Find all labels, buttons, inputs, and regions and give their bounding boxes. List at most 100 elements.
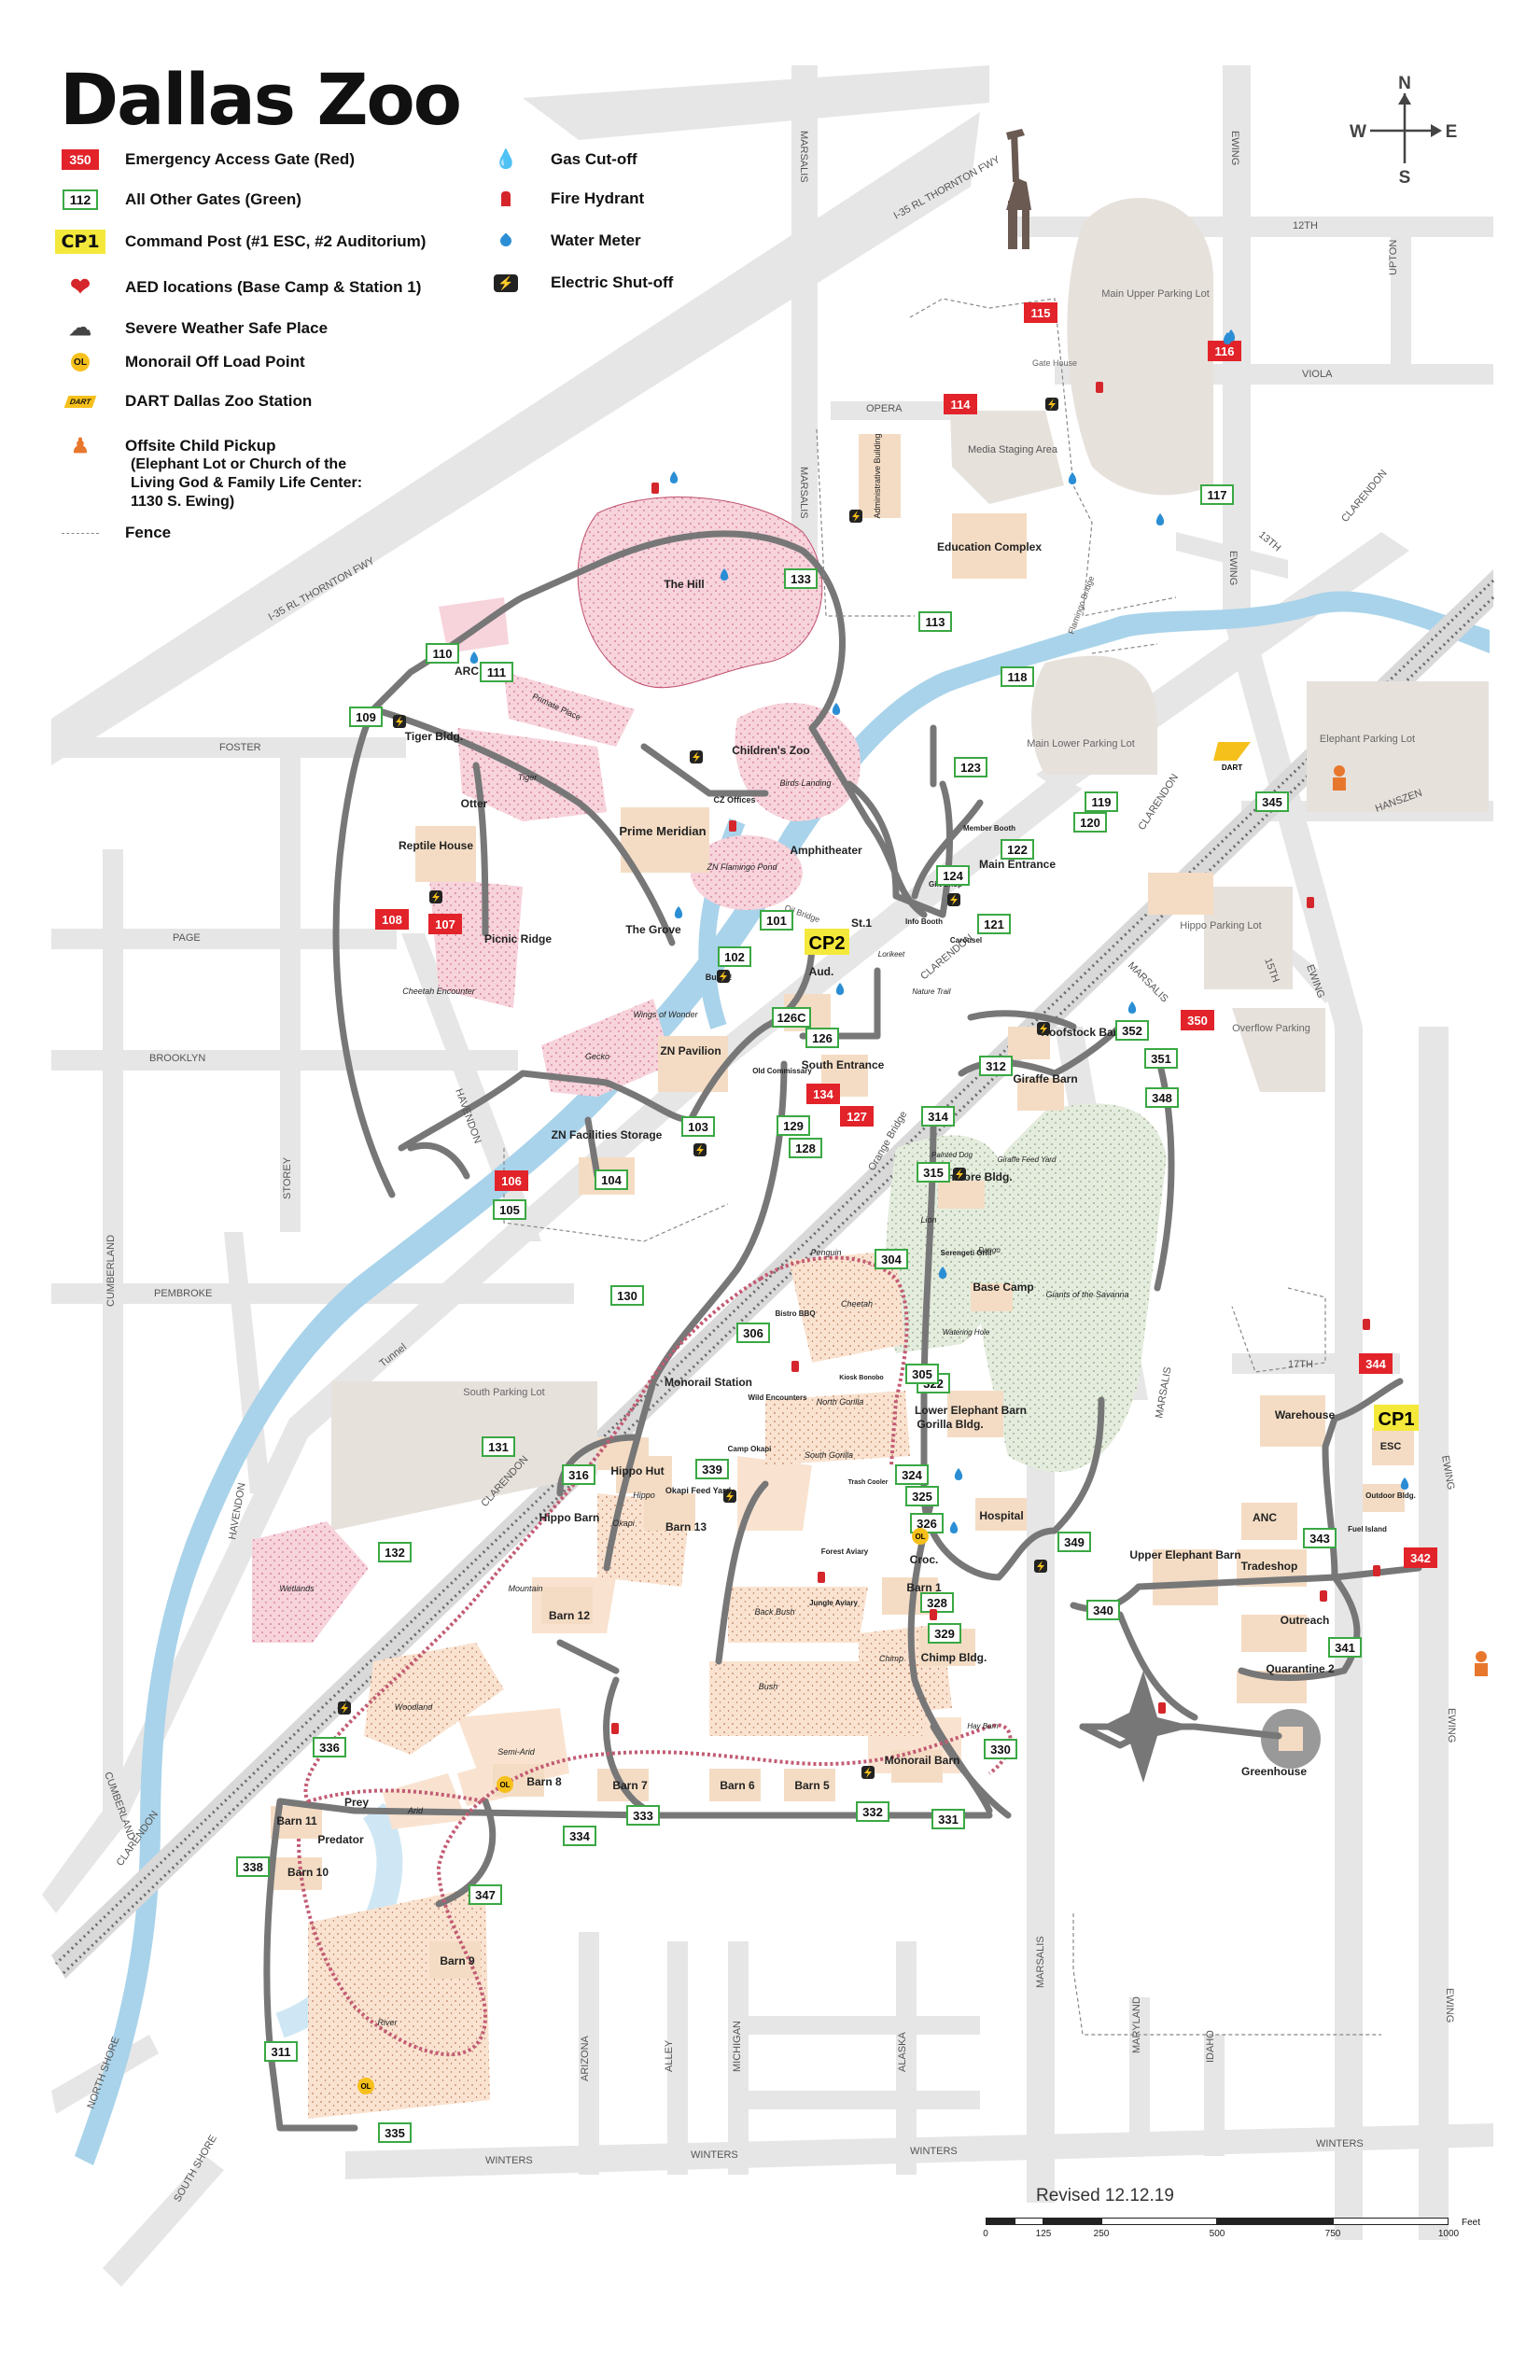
- green-gate-marker: 132: [378, 1542, 412, 1562]
- gate-number: 131: [488, 1440, 509, 1454]
- street-idaho: IDAHO: [1205, 2030, 1216, 2063]
- gate-number: 339: [702, 1463, 722, 1477]
- legend-fence: Fence: [60, 524, 171, 542]
- gate-number: 350: [1187, 1014, 1208, 1028]
- green-gate-marker: 328: [920, 1592, 954, 1613]
- green-gate-marker: 348: [1145, 1087, 1179, 1108]
- svg-text:N: N: [1398, 74, 1411, 93]
- monorail-track: [297, 1255, 1013, 2057]
- gate-number: 118: [1008, 670, 1028, 684]
- label-croc: Croc.: [910, 1553, 939, 1566]
- label-old-commissary: Old Commissary: [752, 1067, 812, 1075]
- green-gate-marker: 314: [921, 1106, 955, 1127]
- street-12th: 12TH: [1293, 220, 1318, 231]
- street-michigan: MICHIGAN: [732, 2021, 743, 2072]
- street-alaska: ALASKA: [897, 2032, 908, 2072]
- electric-shutoff-icon: [429, 890, 442, 903]
- hydrant-icon: [1307, 897, 1314, 908]
- green-gate-marker: 123: [954, 757, 987, 777]
- legend-child: ♟ Offsite Child Pickup: [60, 434, 276, 458]
- hydrant-icon: [1096, 382, 1103, 393]
- svg-text:OL: OL: [499, 1781, 510, 1789]
- electric-shutoff-icon: [717, 970, 730, 983]
- legend-dart-label: DART Dallas Zoo Station: [125, 392, 313, 410]
- street-winters-e: WINTERS: [1316, 2138, 1364, 2149]
- label-kiosk-bonobo: Kiosk Bonobo: [839, 1375, 883, 1381]
- legend-emergency-label: Emergency Access Gate (Red): [125, 150, 355, 168]
- gate-number: 334: [569, 1829, 590, 1843]
- label-barn-1: Barn 1: [906, 1581, 942, 1594]
- electric-shutoff-icon: [693, 1143, 707, 1156]
- legend-hydrant-label: Fire Hydrant: [551, 189, 645, 207]
- electric-shutoff-icon: [1034, 1560, 1047, 1573]
- label-chimp-bldg: Chimp Bldg.: [921, 1651, 987, 1664]
- label-woodland: Woodland: [395, 1702, 434, 1712]
- legend-child-label: Offsite Child Pickup: [125, 437, 276, 455]
- hydrant-icon: [729, 820, 736, 832]
- green-gate-marker: 126C: [772, 1007, 811, 1028]
- water-meter-icon: [674, 906, 683, 918]
- gate-number: 103: [688, 1120, 708, 1134]
- green-gate-marker: 124: [936, 865, 970, 886]
- gate-number: 314: [928, 1110, 948, 1124]
- green-gate-marker: 335: [378, 2122, 412, 2143]
- label-bistro-bbq: Bistro BBQ: [775, 1309, 815, 1318]
- label-monorail-station: Monorail Station: [665, 1376, 752, 1389]
- green-gate-marker: 339: [695, 1459, 729, 1479]
- green-gate-marker: 109: [349, 707, 383, 727]
- legend-electric: ⚡ Electric Shut-off: [485, 273, 673, 292]
- dart-station-icon: DART: [1213, 742, 1251, 772]
- red-gate-marker: 115: [1024, 302, 1057, 323]
- gate-number: 344: [1365, 1357, 1386, 1371]
- label-mountain: Mountain: [508, 1584, 542, 1593]
- label-member-booth: Member Booth: [963, 824, 1015, 833]
- label-aud: Aud.: [809, 965, 834, 978]
- label-hay-barn: Hay Barn: [967, 1722, 999, 1730]
- green-gate-marker: 343: [1303, 1528, 1337, 1548]
- street-labels: MARSALIS EWING I-35 RL THORNTON FWY 12TH…: [86, 131, 1457, 2205]
- label-barn-5: Barn 5: [794, 1779, 830, 1792]
- label-camp-okapi: Camp Okapi: [728, 1445, 772, 1453]
- street-ewing-s: EWING: [1446, 1708, 1457, 1743]
- gate-number: 342: [1410, 1551, 1431, 1565]
- gate-number: 331: [938, 1813, 959, 1827]
- label-south-gorilla: South Gorilla: [805, 1450, 853, 1460]
- gate-number: 101: [766, 914, 787, 928]
- gate-number: 304: [881, 1253, 902, 1267]
- label-tiger: Tiger: [518, 773, 538, 782]
- hydrant-icon: [651, 483, 659, 494]
- gate-number: 108: [382, 913, 402, 927]
- monorail-ol-marker: OL: [912, 1528, 929, 1545]
- street-cumberland-n: CUMBERLAND: [105, 1235, 117, 1307]
- label-cz-offices: CZ Offices: [713, 795, 755, 805]
- green-gate-marker: 304: [875, 1249, 908, 1269]
- electric-shutoff-icon: [1037, 1022, 1050, 1035]
- green-gate-marker: 345: [1255, 791, 1289, 812]
- label-river: River: [377, 2018, 398, 2027]
- hydrant-icon: [930, 1609, 937, 1620]
- gate-number: 315: [923, 1166, 944, 1180]
- legend-aed: ❤ AED locations (Base Camp & Station 1): [60, 273, 421, 301]
- electric-shutoff-icon: [947, 893, 960, 906]
- gate-number: 129: [783, 1119, 804, 1133]
- gate-number: 311: [272, 2045, 291, 2059]
- label-back-bush: Back Bush: [754, 1607, 794, 1617]
- gate-number: 123: [960, 761, 981, 775]
- label-monorail-barn: Monorail Barn: [885, 1754, 960, 1767]
- green-gates: 1171331131181101111091231191203451221241…: [236, 484, 1362, 2143]
- label-hoofstock-barn: Hoofstock Barn: [1041, 1026, 1124, 1039]
- gate-number: 114: [951, 398, 972, 412]
- legend-electric-label: Electric Shut-off: [551, 273, 674, 291]
- hydrant-icon: [1373, 1565, 1380, 1576]
- gate-number: 324: [902, 1468, 922, 1482]
- label-wetlands: Wetlands: [279, 1584, 315, 1593]
- green-gate-marker: 332: [856, 1801, 889, 1822]
- revised-date: Revised 12.12.19: [1036, 2186, 1174, 2205]
- red-gate-marker: 107: [428, 914, 462, 934]
- scale-tick: 250: [1093, 2229, 1110, 2239]
- water-meter-icon: [835, 983, 845, 995]
- label-chimp: Chimp: [879, 1654, 903, 1663]
- label-childrens-zoo: Children's Zoo: [732, 744, 810, 757]
- legend-monorail: OL Monorail Off Load Point: [60, 353, 305, 371]
